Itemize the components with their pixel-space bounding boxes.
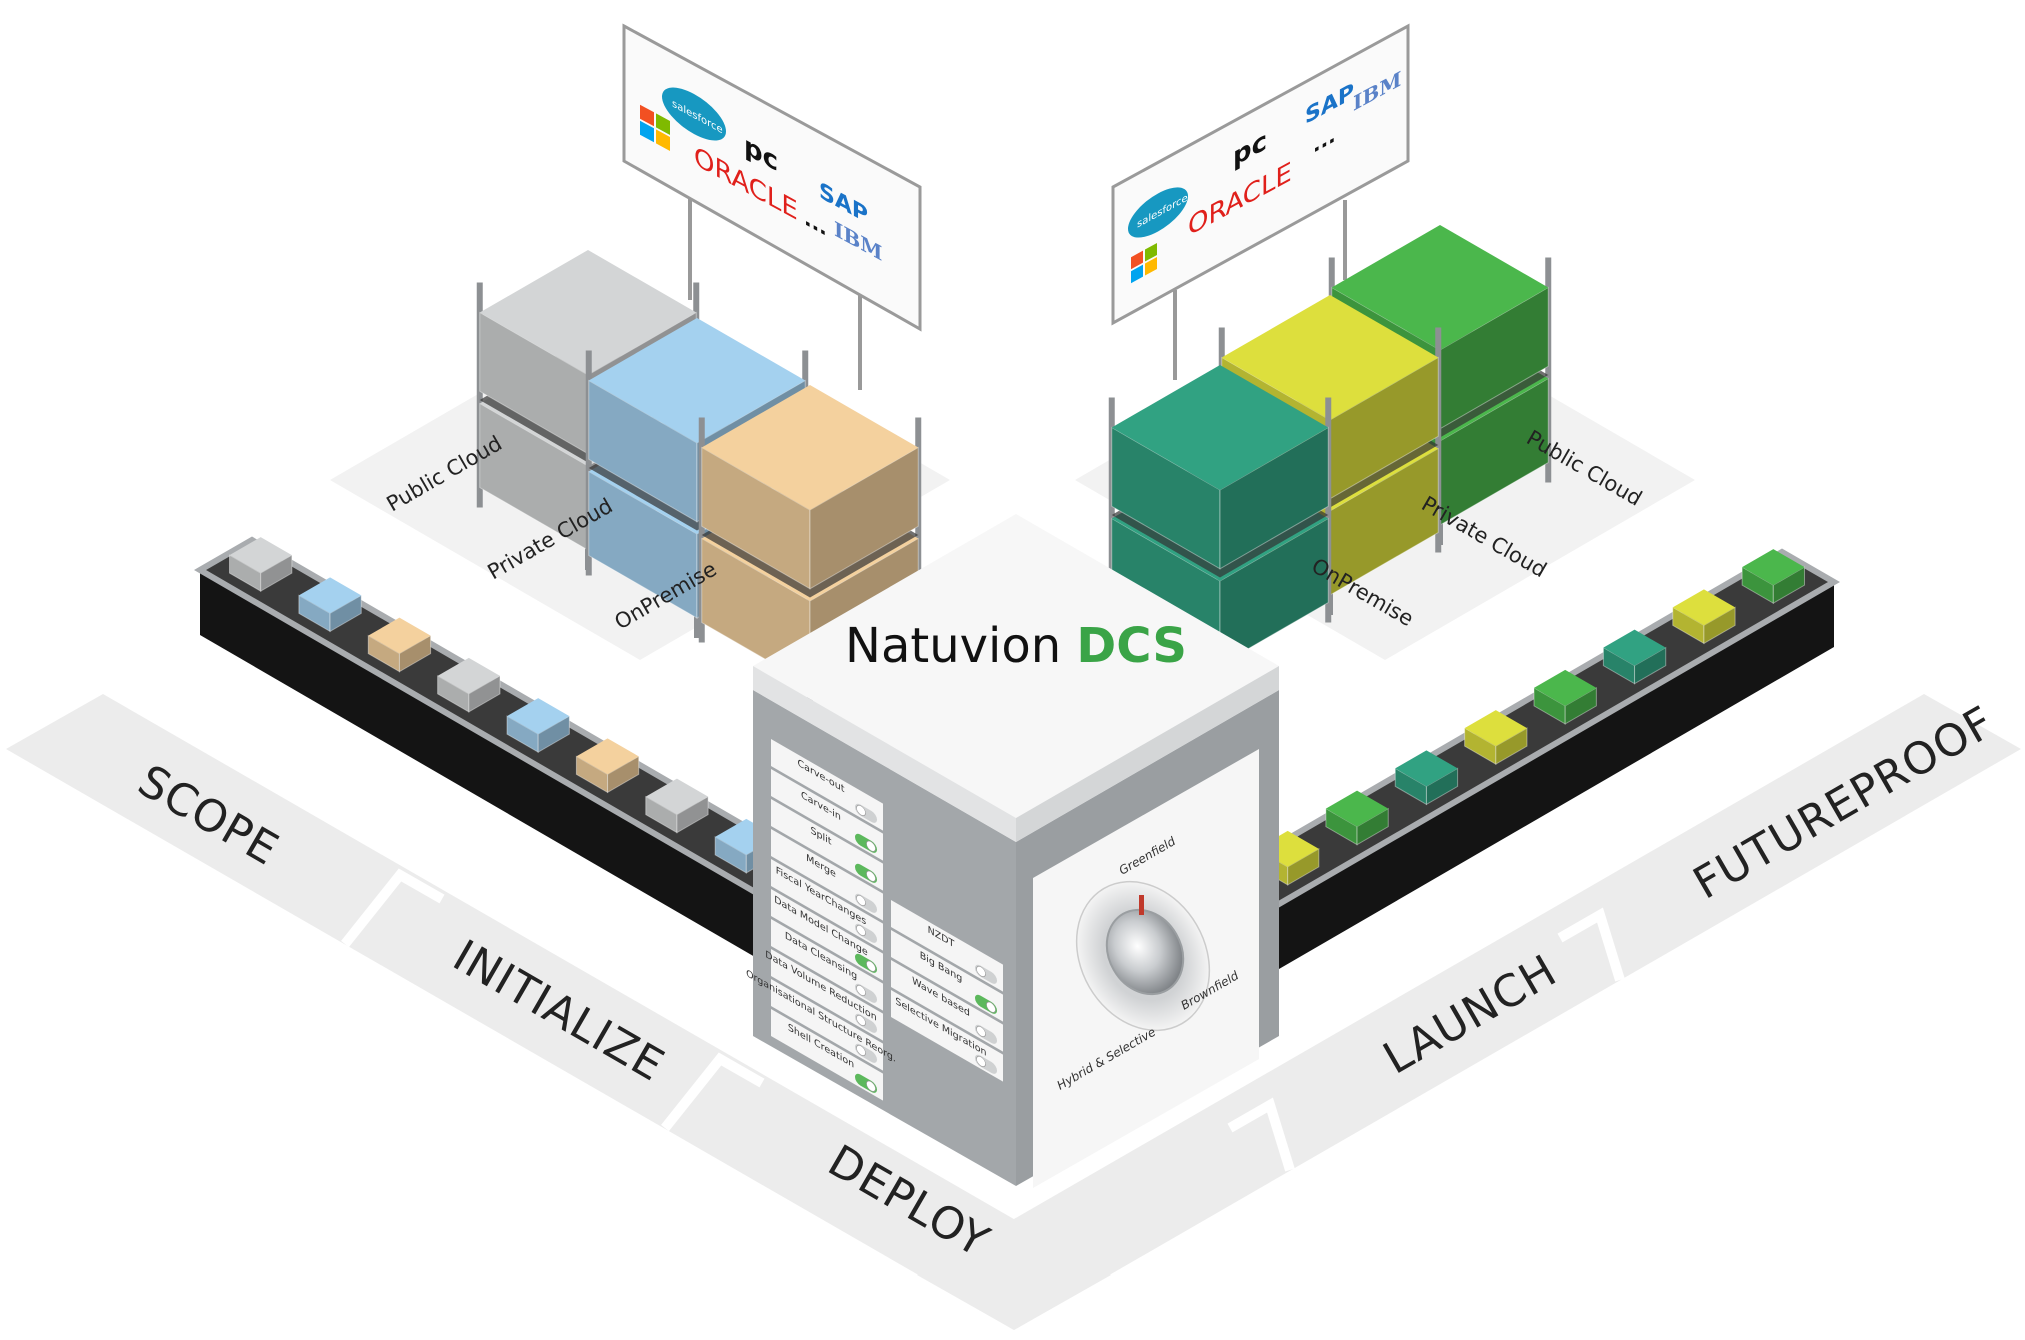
package-box <box>229 537 293 592</box>
conveyor-base <box>1279 582 1834 969</box>
package-box <box>1325 790 1389 846</box>
scenario-row-bg <box>771 919 883 1011</box>
package-box <box>645 778 709 834</box>
scenario-row-bg <box>771 979 883 1071</box>
scenario-row-bg <box>771 829 883 921</box>
stacked-boxes-upper <box>701 385 919 590</box>
source-rack-onpremise <box>698 385 922 705</box>
package-box <box>298 577 362 633</box>
migration-mode-row-bg <box>891 960 1003 1052</box>
toggle-knob <box>856 1044 866 1056</box>
toggle-knob <box>986 1001 996 1013</box>
package-box <box>1602 629 1667 685</box>
floor-band-left <box>6 694 1111 1330</box>
package-box <box>1533 669 1597 725</box>
package-box <box>506 698 570 753</box>
phase-divider <box>341 868 445 948</box>
scenario-row-bg <box>771 889 883 981</box>
microsoft-logo-icon <box>640 104 654 127</box>
scenario-row-bg <box>771 1009 883 1101</box>
toggle-knob <box>856 804 866 816</box>
dial-pointer-icon <box>1139 895 1144 915</box>
conveyor-base <box>200 570 755 957</box>
toggle-knob <box>866 1080 876 1092</box>
package-box <box>437 657 501 713</box>
source-conveyor <box>194 536 813 957</box>
source-billboard: salesforce pc ORACLE SAP IBM ... <box>622 23 922 390</box>
phase-divider <box>1227 1097 1295 1172</box>
product-name: DCS <box>1076 618 1187 674</box>
machine-top-rim-right <box>1016 666 1279 842</box>
machine-top-rim-left <box>753 666 1016 842</box>
package-box <box>1672 589 1736 645</box>
toggle-knob <box>856 1014 866 1026</box>
migration-mode-row-bg <box>891 900 1003 992</box>
phase-futureproof: FUTUREPROOF <box>1685 697 2003 910</box>
toggle-knob <box>976 1025 986 1037</box>
toggle-knob <box>866 870 876 882</box>
storage-shelves <box>476 225 1552 705</box>
toggle-knob <box>866 960 876 972</box>
toggle-knob <box>856 894 866 906</box>
migration-mode-row-bg <box>891 990 1003 1082</box>
phase-divider <box>1557 907 1625 982</box>
dcs-machine: Natuvion DCS Greenfield Brownfield Hybri… <box>746 514 1279 1188</box>
conveyor-belts <box>194 536 1840 969</box>
package-box <box>367 617 432 673</box>
scenario-row-bg <box>771 949 883 1041</box>
toggle-knob <box>856 984 866 996</box>
scenario-row-bg <box>771 859 883 951</box>
product-title: Natuvion DCS <box>845 618 1187 674</box>
stacked-boxes-upper <box>1111 365 1329 570</box>
package-box <box>1464 710 1528 765</box>
floor-band-right <box>917 694 2021 1330</box>
package-box <box>575 738 640 794</box>
scenario-row-bg <box>771 799 883 891</box>
package-box <box>1394 750 1459 806</box>
salesforce-logo-icon <box>1128 187 1188 238</box>
salesforce-logo-icon <box>662 87 726 141</box>
toggle-knob <box>976 1055 986 1067</box>
migration-mode-row[interactable]: Big Bang <box>891 930 1003 1022</box>
scenario-row-bg <box>771 769 883 861</box>
scenario-row-bg <box>771 739 883 831</box>
target-billboard: salesforce pc ORACLE SAP IBM ... <box>1111 23 1410 380</box>
scenario-row[interactable]: Split <box>771 799 883 891</box>
package-box <box>1741 549 1805 604</box>
toggle-knob <box>976 965 986 977</box>
phase-divider <box>661 1052 765 1132</box>
brand-name: Natuvion <box>845 618 1061 674</box>
microsoft-logo-icon <box>1131 250 1143 270</box>
dial-knob[interactable] <box>1092 896 1198 1008</box>
migration-mode-row-bg <box>891 930 1003 1022</box>
target-rack-onpremise <box>1108 365 1332 685</box>
toggle-knob <box>856 924 866 936</box>
target-conveyor <box>1221 548 1840 969</box>
toggle-knob <box>866 840 876 852</box>
